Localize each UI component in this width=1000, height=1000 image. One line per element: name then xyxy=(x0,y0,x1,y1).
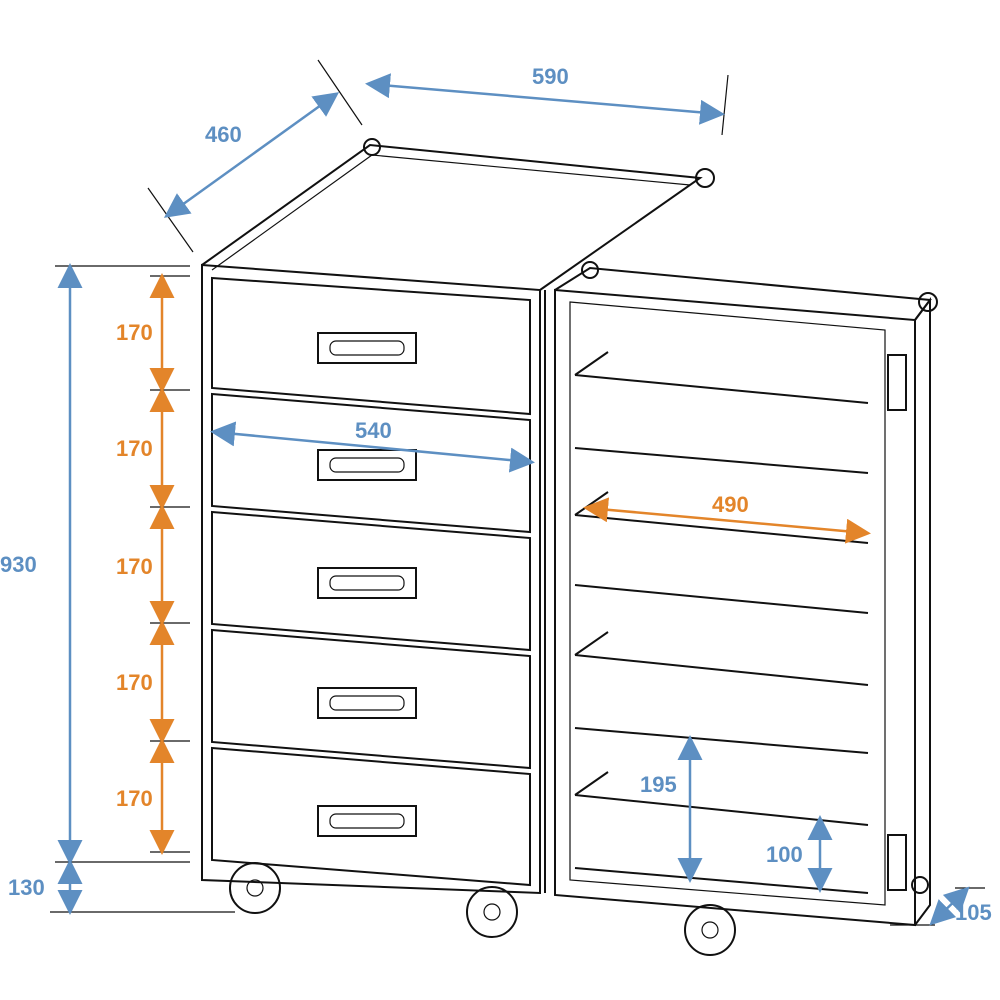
dim-shelf-spacing: 195 xyxy=(640,772,677,797)
dim-drawer-4: 170 xyxy=(116,670,153,695)
dim-shelf-width: 490 xyxy=(712,492,749,517)
dim-drawer-5: 170 xyxy=(116,786,153,811)
dim-drawer-2: 170 xyxy=(116,436,153,461)
dim-drawer-3: 170 xyxy=(116,554,153,579)
wheels xyxy=(229,862,736,956)
dim-shelf-lip: 100 xyxy=(766,842,803,867)
lid-with-shelves xyxy=(554,261,938,927)
dim-body-height: 930 xyxy=(0,552,37,577)
dim-drawer-1: 170 xyxy=(116,320,153,345)
dim-wheel-height: 130 xyxy=(8,875,45,900)
dim-width-top: 590 xyxy=(532,64,569,89)
dim-depth-top: 460 xyxy=(205,122,242,147)
dim-drawer-width: 540 xyxy=(355,418,392,443)
drawer-cabinet xyxy=(201,138,736,956)
dim-lid-depth: 105 xyxy=(955,900,992,925)
drawers xyxy=(211,276,531,887)
dimension-lines xyxy=(50,59,985,926)
